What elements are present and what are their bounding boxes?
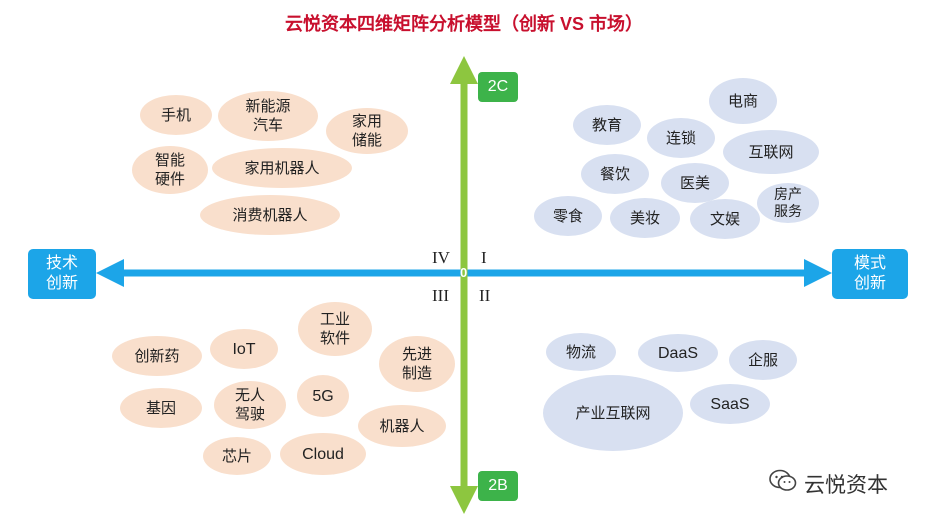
quadrant-iv-label: IV bbox=[432, 248, 450, 267]
bubble-cosmetics: 美妆 bbox=[610, 198, 680, 238]
tech-innovation-label: 技术 创新 bbox=[28, 249, 96, 299]
bubble-industrial-software: 工业 软件 bbox=[298, 302, 372, 356]
2c-label: 2C bbox=[478, 72, 518, 102]
bubble-internet: 互联网 bbox=[723, 130, 819, 174]
bubble-industrial-internet: 产业互联网 bbox=[543, 375, 683, 451]
bubble-5g: 5G bbox=[297, 375, 349, 417]
bubble-chain: 连锁 bbox=[647, 118, 715, 158]
bubble-ecommerce: 电商 bbox=[709, 78, 777, 124]
watermark: 云悦资本 bbox=[768, 468, 888, 500]
bubble-home-storage: 家用 储能 bbox=[326, 108, 408, 154]
bubble-advanced-manufacturing: 先进 制造 bbox=[379, 336, 455, 392]
bubble-consumer-robot: 消费机器人 bbox=[200, 195, 340, 235]
bubble-cloud: Cloud bbox=[280, 433, 366, 475]
quadrant-iii-label: III bbox=[432, 286, 449, 305]
bubble-robot: 机器人 bbox=[358, 405, 446, 447]
bubble-home-robot: 家用机器人 bbox=[212, 148, 352, 188]
model-innovation-label: 模式 创新 bbox=[832, 249, 908, 299]
quadrant-i-label: I bbox=[481, 248, 487, 267]
wechat-icon bbox=[768, 468, 798, 500]
bubble-phone: 手机 bbox=[140, 95, 212, 135]
bubble-autonomous-driving: 无人 驾驶 bbox=[214, 381, 286, 429]
origin-label: 0 bbox=[460, 265, 468, 280]
bubble-medical-beauty: 医美 bbox=[661, 163, 729, 203]
2b-label: 2B bbox=[478, 471, 518, 501]
bubble-entertainment: 文娱 bbox=[690, 199, 760, 239]
bubble-smart-hardware: 智能 硬件 bbox=[132, 146, 208, 194]
bubble-snacks: 零食 bbox=[534, 196, 602, 236]
watermark-text: 云悦资本 bbox=[804, 474, 888, 497]
bubble-education: 教育 bbox=[573, 105, 641, 145]
bubble-saas: SaaS bbox=[690, 384, 770, 424]
quadrant-ii-label: II bbox=[479, 286, 491, 305]
bubble-nev: 新能源 汽车 bbox=[218, 91, 318, 141]
bubble-real-estate: 房产 服务 bbox=[757, 183, 819, 223]
bubble-chip: 芯片 bbox=[203, 437, 271, 475]
bubble-iot: IoT bbox=[210, 329, 278, 369]
page-title: 云悦资本四维矩阵分析模型（创新 VS 市场） bbox=[284, 14, 643, 34]
bubble-innovative-drugs: 创新药 bbox=[112, 336, 202, 376]
bubble-logistics: 物流 bbox=[546, 333, 616, 371]
bubble-gene: 基因 bbox=[120, 388, 202, 428]
bubble-daas: DaaS bbox=[638, 334, 718, 372]
bubble-enterprise-services: 企服 bbox=[729, 340, 797, 380]
bubble-catering: 餐饮 bbox=[581, 154, 649, 194]
